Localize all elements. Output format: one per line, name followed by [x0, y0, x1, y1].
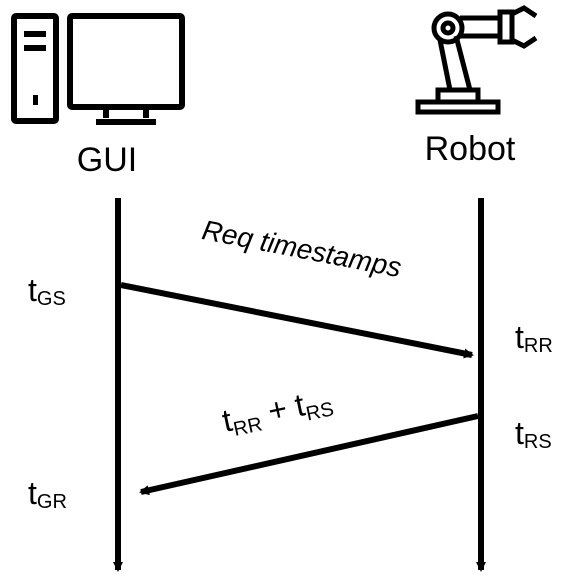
timestamp-gs: tGS	[28, 272, 66, 310]
desktop-computer-icon	[11, 13, 185, 125]
reply-message-label: tRR + tRS	[219, 381, 336, 443]
request-arrow	[120, 282, 474, 359]
timestamp-gr: tGR	[28, 475, 67, 513]
robot-label: Robot	[425, 130, 516, 168]
timestamp-rr: tRR	[515, 319, 553, 357]
reply-arrow	[139, 413, 479, 496]
robot-arm-icon	[415, 5, 538, 115]
request-message-label: Req timestamps	[200, 214, 404, 283]
timestamp-rs: tRS	[515, 415, 552, 453]
gui-label: GUI	[77, 141, 137, 179]
